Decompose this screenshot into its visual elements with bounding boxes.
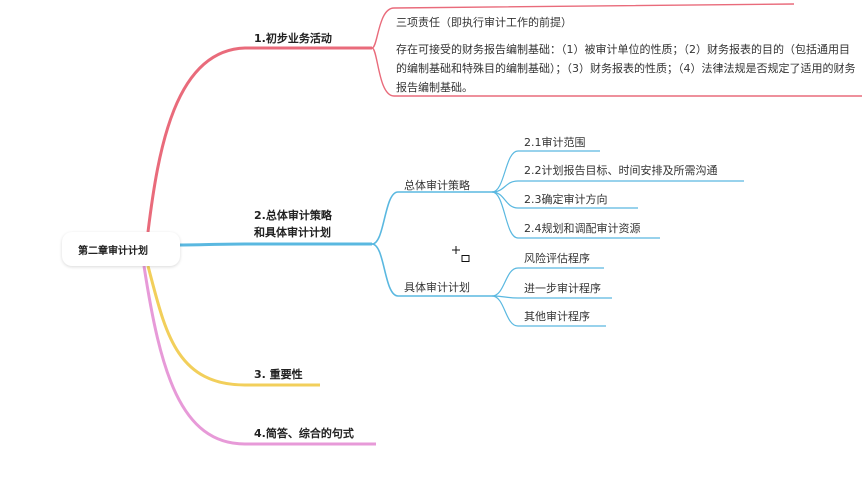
- leaf-2-3[interactable]: 2.3确定审计方向: [524, 193, 608, 206]
- crosshair-cursor-icon: [452, 246, 470, 262]
- leaf-other-procedures[interactable]: 其他审计程序: [524, 310, 590, 323]
- branch-1-label[interactable]: 1.初步业务活动: [254, 32, 332, 45]
- connector-1-child-1: [371, 3, 795, 49]
- leaf-risk-assessment[interactable]: 风险评估程序: [524, 252, 590, 265]
- leaf-2-4[interactable]: 2.4规划和调配审计资源: [524, 222, 641, 235]
- root-node[interactable]: [62, 232, 180, 266]
- leaf-2-2[interactable]: 2.2计划报告目标、时间安排及所需沟通: [524, 164, 718, 177]
- branch-1-child-2[interactable]: 存在可接受的财务报告编制基础：（1）被审计单位的性质；（2）财务报表的目的（包括…: [396, 43, 856, 94]
- root-node-label: 第二章审计计划: [78, 246, 148, 257]
- branch-1-child-1[interactable]: 三项责任（即执行审计工作的前提）: [396, 16, 572, 29]
- connector-2-child-2: [371, 243, 492, 297]
- sub-detailed-plan[interactable]: 具体审计计划: [404, 281, 470, 294]
- branch-2-label-line1[interactable]: 2.总体审计策略: [254, 209, 332, 222]
- leaf-2-1[interactable]: 2.1审计范围: [524, 136, 586, 149]
- connector-2-child-1: [371, 191, 492, 245]
- branch-4-label[interactable]: 4.简答、综合的句式: [254, 427, 354, 440]
- sub-overall-strategy[interactable]: 总体审计策略: [404, 179, 470, 192]
- branch-2-label-line2[interactable]: 和具体审计计划: [254, 226, 331, 239]
- connector-1-child-2: [371, 47, 862, 97]
- branch-3-label[interactable]: 3. 重要性: [254, 368, 303, 381]
- connector-branch-2: [179, 242, 372, 247]
- leaf-further-procedures[interactable]: 进一步审计程序: [524, 282, 601, 295]
- connector-branch-3: [146, 265, 320, 387]
- connector-branch-4: [142, 265, 376, 446]
- connector-branch-1: [146, 46, 372, 233]
